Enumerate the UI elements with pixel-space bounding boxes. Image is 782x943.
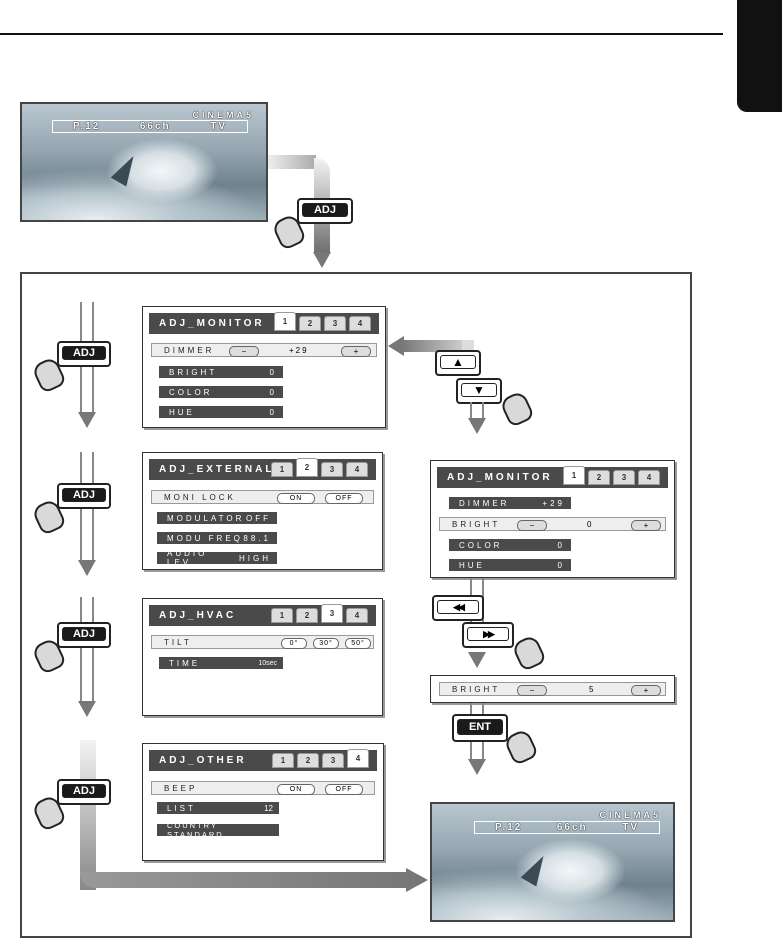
plus-button[interactable]: +	[341, 346, 371, 357]
tab-4[interactable]: 4	[346, 462, 368, 477]
tab-4[interactable]: 4	[346, 608, 368, 623]
minus-button[interactable]: −	[517, 520, 547, 531]
adjust-flow-frame	[20, 272, 692, 938]
panel-adj-external: ADJ_EXTERNAL 1 2 3 4 MONI LOCK ON OFF MO…	[142, 452, 383, 570]
off-option[interactable]: OFF	[325, 784, 363, 795]
tv-preset: P.12	[73, 121, 101, 132]
on-option[interactable]: ON	[277, 493, 315, 504]
tab-3[interactable]: 3	[613, 470, 635, 485]
country-standard-row[interactable]: COUNTRY STANDARD	[157, 821, 279, 839]
tab-1[interactable]: 1	[272, 753, 294, 768]
on-option[interactable]: ON	[277, 784, 315, 795]
ent-key[interactable]: ENT	[452, 714, 508, 742]
up-key[interactable]: ▲	[435, 350, 481, 376]
header-rule	[0, 33, 723, 35]
back-arrow	[402, 340, 474, 352]
adj-key-top[interactable]: ADJ	[297, 198, 353, 224]
tab-2[interactable]: 2	[588, 470, 610, 485]
down-key[interactable]: ▼	[456, 378, 502, 404]
tv-channel: 66ch	[139, 121, 171, 132]
dimmer-row[interactable]: DIMMER+29	[449, 497, 571, 509]
flow-arrow-h	[268, 155, 316, 169]
fast-forward-key[interactable]: ▶▶	[462, 622, 514, 648]
minus-button[interactable]: −	[517, 685, 547, 696]
dimmer-row[interactable]: DIMMER	[151, 343, 377, 357]
back-arrowhead	[388, 336, 404, 356]
tab-1[interactable]: 1	[271, 608, 293, 623]
tv-info-bar: P.12 66ch TV	[52, 120, 248, 133]
adj-key-3[interactable]: ADJ	[57, 622, 111, 648]
tilt-row[interactable]: TILT	[151, 635, 374, 649]
plus-button[interactable]: +	[631, 520, 661, 531]
tab-1[interactable]: 1	[563, 466, 585, 485]
tab-4[interactable]: 4	[349, 316, 371, 331]
panel-adj-monitor-bright: ADJ_MONITOR 1 2 3 4 DIMMER+29 BRIGHT − 0…	[430, 460, 675, 578]
minus-button[interactable]: −	[229, 346, 259, 357]
tab-2[interactable]: 2	[299, 316, 321, 331]
adj-key-4[interactable]: ADJ	[57, 779, 111, 805]
plus-button[interactable]: +	[631, 685, 661, 696]
panel-title: ADJ_MONITOR	[159, 318, 265, 329]
language-tab	[737, 0, 782, 112]
tab-4[interactable]: 4	[638, 470, 660, 485]
tilt-option-50[interactable]: 50°	[345, 638, 371, 649]
beep-row[interactable]: BEEP	[151, 781, 375, 795]
adj-key-2[interactable]: ADJ	[57, 483, 111, 509]
audio-lev-row[interactable]: AUDIO LEV.HIGH	[157, 549, 277, 567]
tab-1[interactable]: 1	[271, 462, 293, 477]
adj-key-1[interactable]: ADJ	[57, 341, 111, 367]
bright-adjust-bar: BRIGHT − 5 +	[430, 675, 675, 703]
tab-3[interactable]: 3	[322, 753, 344, 768]
tab-2[interactable]: 2	[296, 608, 318, 623]
tab-3[interactable]: 3	[321, 462, 343, 477]
bright-value: 5	[589, 685, 596, 694]
tab-3[interactable]: 3	[324, 316, 346, 331]
return-arrowhead	[406, 868, 428, 892]
tv-screen-top: CINEMA5 P.12 66ch TV	[20, 102, 268, 222]
moni-lock-row[interactable]: MONI LOCK	[151, 490, 374, 504]
tab-4[interactable]: 4	[347, 749, 369, 768]
tab-3[interactable]: 3	[321, 604, 343, 623]
tilt-option-30[interactable]: 30°	[313, 638, 339, 649]
return-arrow-h	[80, 872, 408, 888]
panel-adj-monitor: ADJ_MONITOR 1 2 3 4 DIMMER − +29 + BRIGH…	[142, 306, 386, 428]
tab-2[interactable]: 2	[297, 753, 319, 768]
tv-screen-bottom: CINEMA5 P.12 66ch TV	[430, 802, 675, 922]
tab-2[interactable]: 2	[296, 458, 318, 477]
tv-mode-label: CINEMA5	[192, 110, 254, 120]
bright-value: 0	[587, 520, 594, 529]
flow-arrowhead	[313, 252, 331, 268]
dimmer-value: +29	[289, 346, 309, 355]
off-option[interactable]: OFF	[325, 493, 363, 504]
tab-1[interactable]: 1	[274, 312, 296, 331]
rewind-key[interactable]: ◀◀	[432, 595, 484, 621]
return-arrow-v	[80, 740, 96, 890]
tv-source: TV	[210, 121, 227, 132]
bright-row[interactable]: BRIGHT	[439, 517, 666, 531]
tilt-option-0[interactable]: 0°	[281, 638, 307, 649]
